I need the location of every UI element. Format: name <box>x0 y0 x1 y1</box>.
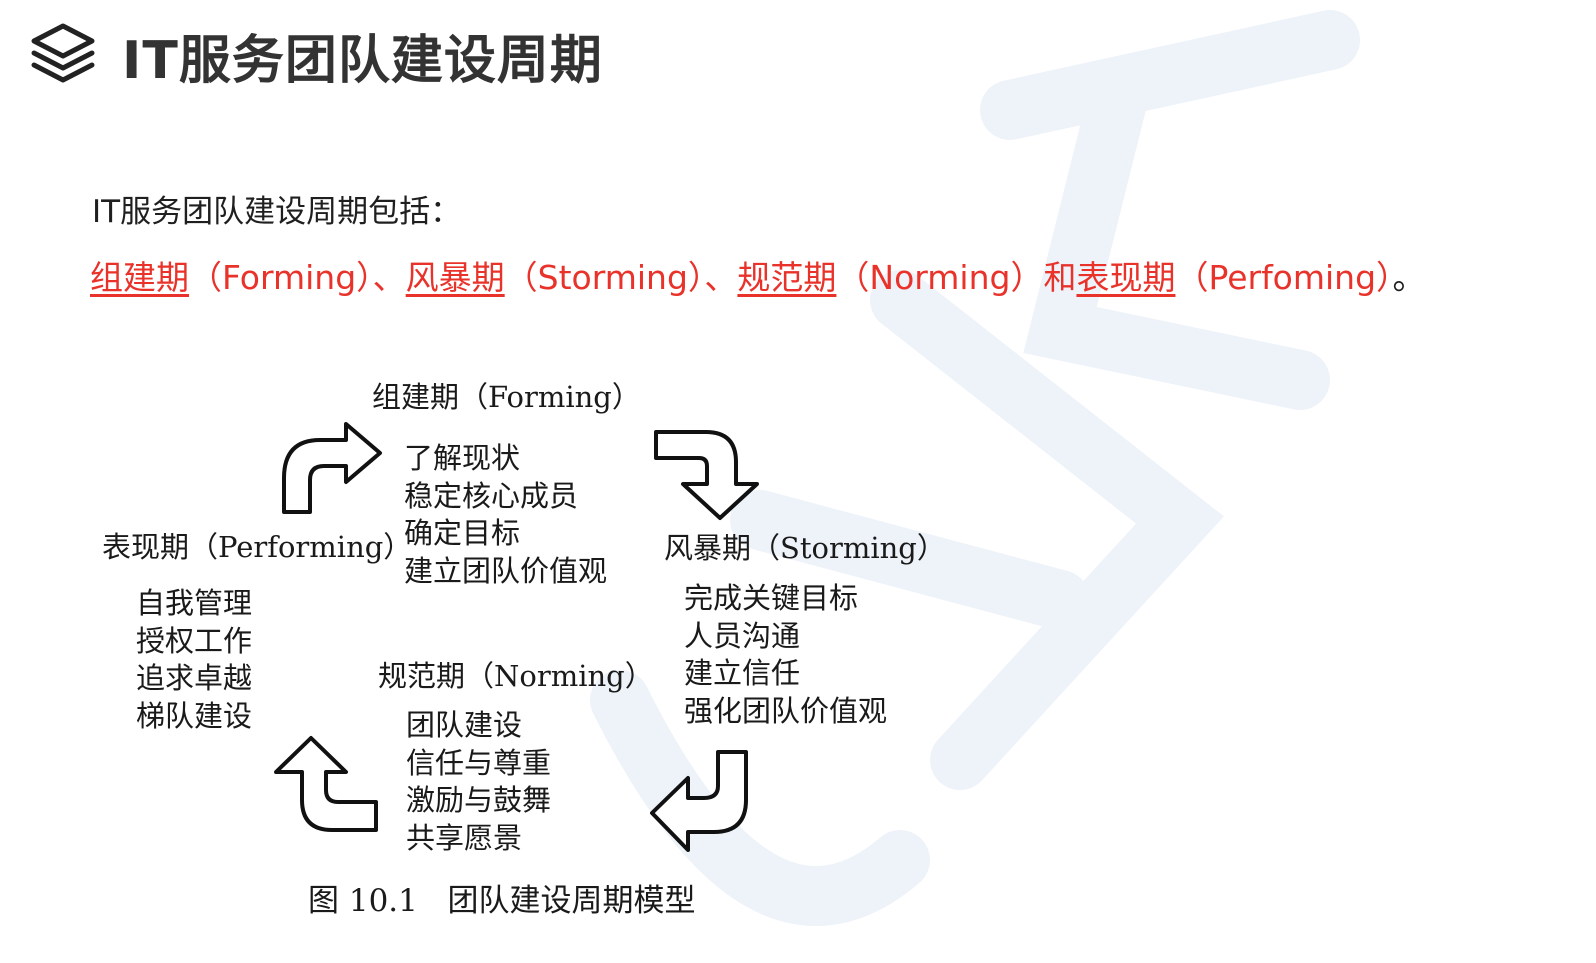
storming-item: 强化团队价值观 <box>684 693 888 728</box>
performing-title: 表现期（Performing） <box>102 530 413 564</box>
stage-performing-en: （Perfoming） <box>1175 258 1393 297</box>
storming-item: 完成关键目标 <box>684 581 859 615</box>
performing-item: 自我管理 <box>136 586 253 620</box>
stage-forming-en: （Forming）、 <box>189 258 406 297</box>
intro-text: IT服务团队建设周期包括： <box>92 194 462 230</box>
forming-title: 组建期（Forming） <box>372 380 641 414</box>
forming-item: 确定目标 <box>404 516 521 550</box>
storming-item: 人员沟通 <box>684 618 801 653</box>
stage-norming-name: 规范期 <box>737 258 837 297</box>
performing-items: 自我管理 授权工作 追求卓越 梯队建设 <box>136 585 252 735</box>
arrow-storming-to-norming <box>650 750 748 852</box>
stage-storming-name: 风暴期 <box>405 258 505 297</box>
norming-item: 激励与鼓舞 <box>406 783 552 817</box>
stages-summary: 组建期（Forming）、风暴期（Storming）、规范期（Norming）和… <box>90 251 1426 299</box>
performing-item: 梯队建设 <box>136 698 253 733</box>
norming-item: 信任与尊重 <box>406 745 552 780</box>
performing-item: 授权工作 <box>136 623 253 658</box>
storming-item: 建立信任 <box>684 656 801 690</box>
title-bar: IT服务团队建设周期 <box>28 18 603 92</box>
storming-title: 风暴期（Storming） <box>664 531 946 565</box>
stage-norming-en: （Norming）和 <box>836 258 1077 297</box>
arrow-forming-to-storming <box>654 430 759 520</box>
stage-forming-name: 组建期 <box>90 258 189 297</box>
storming-items: 完成关键目标 人员沟通 建立信任 强化团队价值观 <box>684 580 887 730</box>
stage-storming-en: （Storming）、 <box>504 258 738 297</box>
figure-caption: 图 10.1 团队建设周期模型 <box>308 883 696 919</box>
forming-item: 建立团队价值观 <box>404 553 608 588</box>
norming-title: 规范期（Norming） <box>378 659 654 693</box>
forming-item: 稳定核心成员 <box>404 478 579 513</box>
arrow-performing-to-forming <box>282 422 382 514</box>
norming-item: 团队建设 <box>406 708 523 742</box>
stage-performing-name: 表现期 <box>1076 258 1176 297</box>
performing-item: 追求卓越 <box>136 661 253 695</box>
forming-item: 了解现状 <box>404 441 521 475</box>
sentence-end: 。 <box>1392 258 1426 297</box>
arrow-norming-to-performing <box>274 736 378 832</box>
layers-icon <box>31 23 95 83</box>
forming-items: 了解现状 稳定核心成员 确定目标 建立团队价值观 <box>404 440 607 590</box>
norming-item: 共享愿景 <box>406 820 523 855</box>
norming-items: 团队建设 信任与尊重 激励与鼓舞 共享愿景 <box>406 707 551 857</box>
page-title: IT服务团队建设周期 <box>122 30 603 91</box>
